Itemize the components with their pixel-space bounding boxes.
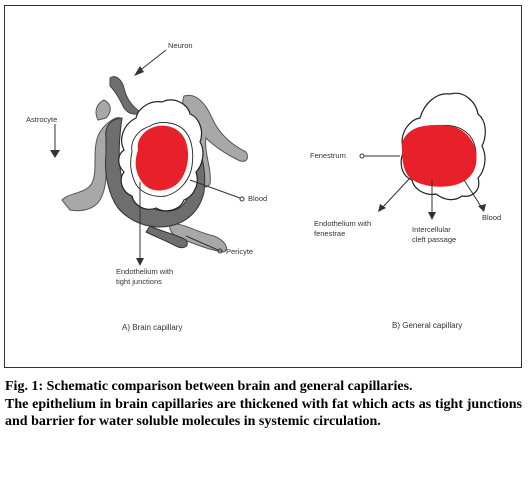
label-blood-a: Blood xyxy=(248,194,267,203)
label-fenestrum: Fenestrum xyxy=(310,151,346,160)
caption-title: Fig. 1: Schematic comparison between bra… xyxy=(5,379,413,394)
neuron-process xyxy=(109,76,141,115)
capillary-diagram: Neuron Astrocyte Blood Pericyte Endothel… xyxy=(26,41,501,332)
panel-a-title: A) Brain capillary xyxy=(122,323,182,332)
pericyte-tail xyxy=(145,225,188,249)
label-endothelium-fen-2: fenestrae xyxy=(314,229,345,238)
label-endothelium-tight-2: tight junctions xyxy=(116,277,162,286)
label-cleft-1: Intercellular xyxy=(412,225,451,234)
brain-blood-lumen xyxy=(135,125,189,191)
label-endothelium-tight-1: Endothelium with xyxy=(116,267,173,276)
label-cleft-2: cleft passage xyxy=(412,235,456,244)
figure-caption: Fig. 1: Schematic comparison between bra… xyxy=(5,378,522,431)
label-pericyte: Pericyte xyxy=(226,247,253,256)
astrocyte-left-foot xyxy=(95,99,111,121)
label-astrocyte: Astrocyte xyxy=(26,115,57,124)
brain-endothelium-inner xyxy=(130,122,194,197)
label-endothelium-fen-1: Endothelium with xyxy=(314,219,371,228)
caption-body: The epithelium in brain capillaries are … xyxy=(5,396,522,430)
label-neuron: Neuron xyxy=(168,41,193,50)
general-blood-lumen xyxy=(401,124,477,187)
panel-b-title: B) General capillary xyxy=(392,321,462,330)
label-blood-b: Blood xyxy=(482,213,501,222)
